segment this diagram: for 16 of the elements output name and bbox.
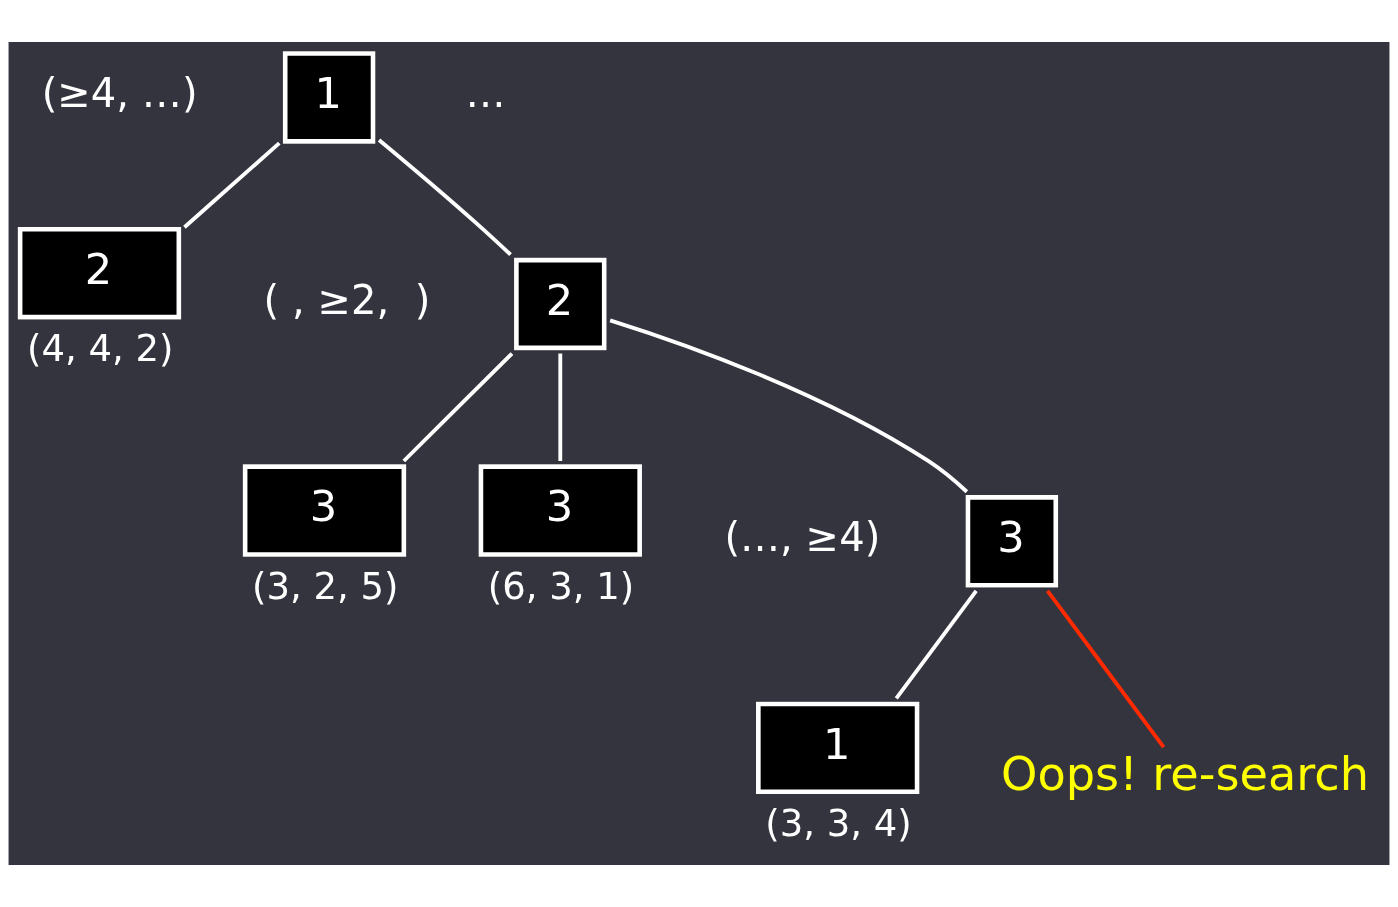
node-text: Oops! re-search	[1001, 747, 1369, 802]
connector	[609, 318, 969, 494]
connector	[183, 141, 281, 229]
node-label: (3, 3, 4)	[765, 802, 912, 846]
connector	[894, 589, 978, 700]
connector	[402, 352, 514, 463]
label: (≥4, …)	[41, 70, 198, 117]
label: (…, ≥4)	[724, 514, 881, 561]
connector	[558, 353, 563, 461]
node-label: (4, 4, 2)	[27, 327, 174, 371]
label: ( , ≥2, )	[263, 276, 431, 323]
label: …	[465, 70, 506, 117]
connector	[377, 138, 512, 257]
node-label: (6, 3, 1)	[487, 564, 635, 608]
node-label: (3, 2, 5)	[252, 564, 399, 608]
connector	[1046, 589, 1166, 749]
